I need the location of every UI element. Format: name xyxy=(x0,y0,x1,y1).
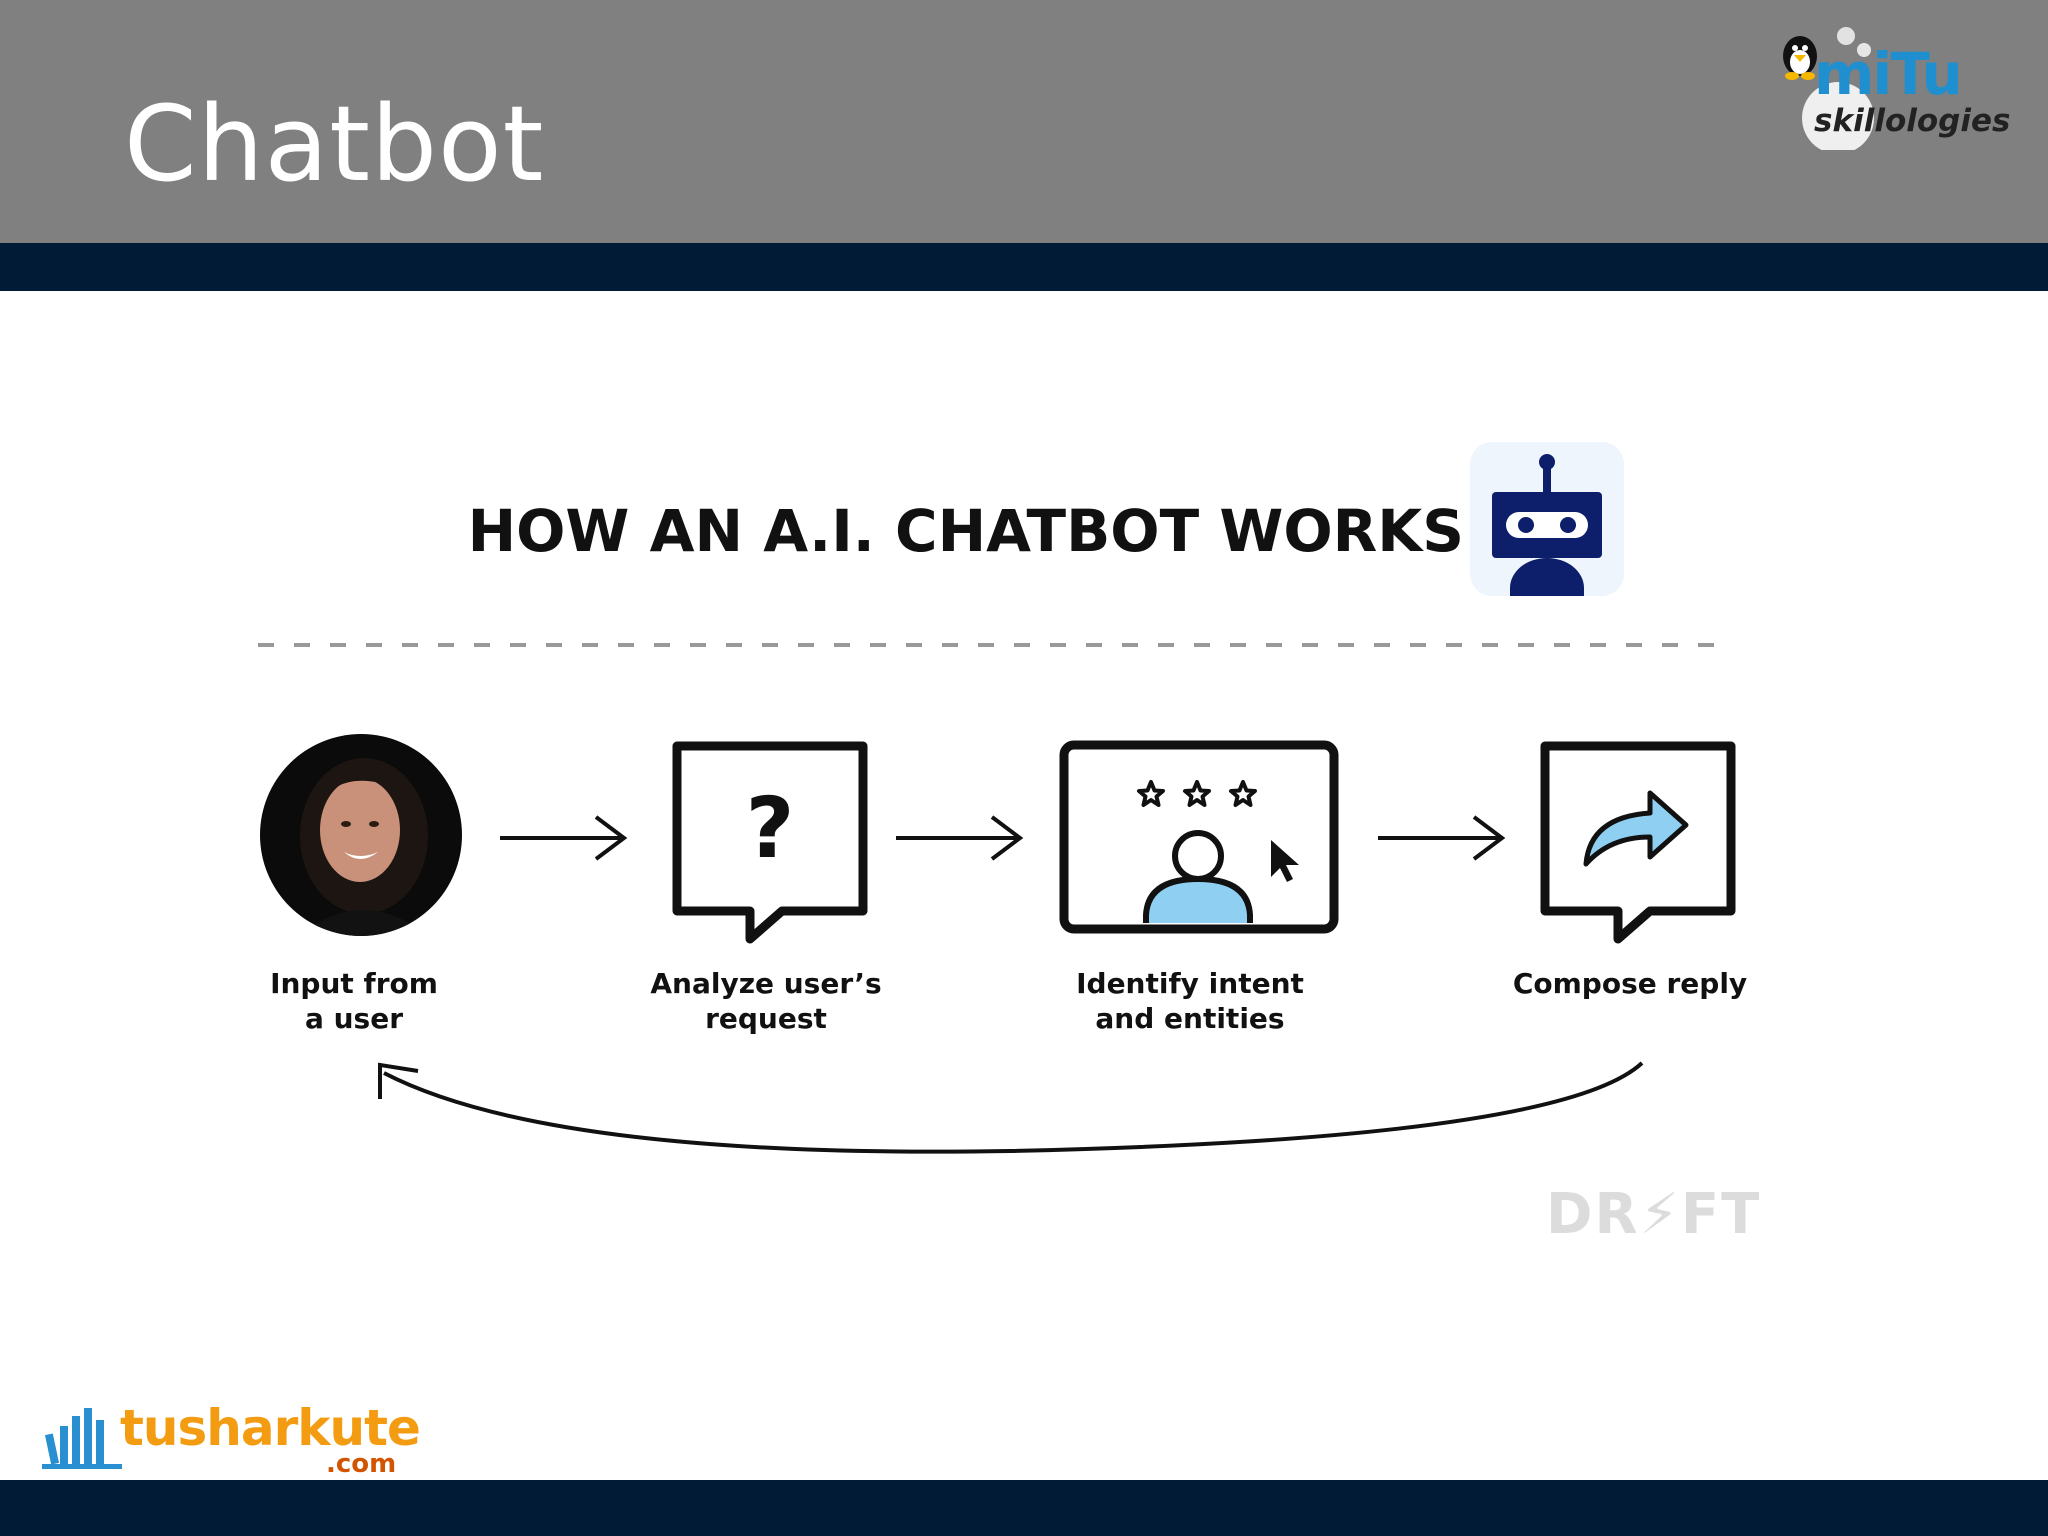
step-label-line: Identify intent xyxy=(1076,967,1304,1000)
dashed-divider xyxy=(258,643,1718,647)
step-label-input: Input from a user xyxy=(204,966,504,1036)
step-label-line: a user xyxy=(304,1002,404,1035)
penguin-icon xyxy=(1783,27,1874,150)
books-icon xyxy=(42,1408,122,1469)
logo-subtitle: skillologies xyxy=(1814,103,2011,139)
step-label-compose: Compose reply xyxy=(1480,966,1780,1001)
slide-footer xyxy=(0,1480,2048,1536)
return-loop-arrow xyxy=(378,1061,1644,1154)
step-label-identify: Identify intent and entities xyxy=(1040,966,1340,1036)
step-label-line: and entities xyxy=(1095,1002,1285,1035)
site-tld: .com xyxy=(326,1449,397,1479)
question-speech-bubble-icon: ? xyxy=(672,741,868,944)
svg-text:?: ? xyxy=(746,779,795,877)
logo-wordmark: miTu xyxy=(1814,40,1963,108)
diagram-title: HOW AN A.I. CHATBOT WORKS xyxy=(467,497,1464,565)
mitu-skillologies-logo: miTu skillologies xyxy=(1776,22,2022,150)
slide-header xyxy=(0,0,2048,243)
arrow-right-icon xyxy=(1378,815,1506,861)
chatbot-diagram: HOW AN A.I. CHATBOT WORKS ? xyxy=(0,291,2048,1480)
step-label-line: Analyze user’s xyxy=(650,967,882,1000)
tusharkute-logo: tusharkute .com xyxy=(42,1400,421,1482)
step-label-analyze: Analyze user’s request xyxy=(616,966,916,1036)
arrow-right-icon xyxy=(500,815,628,861)
step-label-line: Input from xyxy=(270,967,438,1000)
drift-watermark: DR⚡FT xyxy=(1546,1182,1762,1247)
slide-title: Chatbot xyxy=(124,83,545,205)
step-label-line: Compose reply xyxy=(1512,967,1748,1000)
robot-icon xyxy=(1470,442,1624,596)
step-label-line: request xyxy=(705,1002,827,1035)
arrow-right-icon xyxy=(896,815,1024,861)
user-photo xyxy=(260,734,462,936)
site-wordmark: tusharkute xyxy=(120,1399,421,1457)
rating-user-screen-icon xyxy=(1059,740,1339,934)
header-band xyxy=(0,243,2048,291)
reply-arrow-speech-bubble-icon xyxy=(1540,741,1736,944)
